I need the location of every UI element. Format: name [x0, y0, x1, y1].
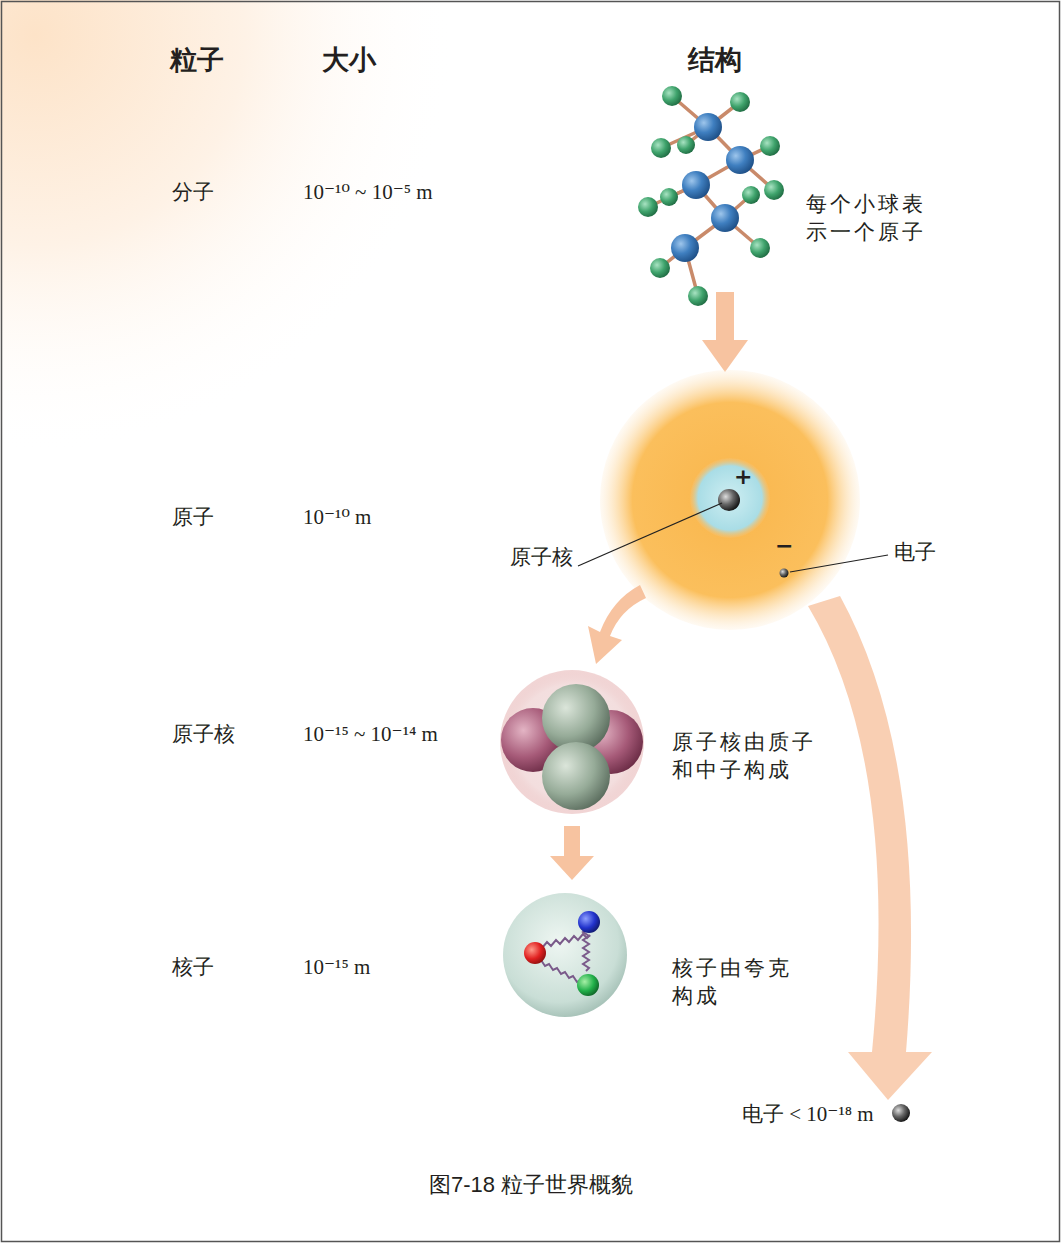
structure-note: 每个小球表示一个原子	[806, 190, 932, 247]
part-label: 原子核	[510, 543, 573, 571]
charge-sign: +	[734, 466, 752, 488]
column-heading: 大小	[322, 42, 376, 78]
particle-name: 原子核	[172, 720, 235, 748]
particle-name: 分子	[172, 178, 214, 206]
charge-sign: −	[775, 535, 793, 557]
particle-name: 原子	[172, 503, 214, 531]
structure-note: 原子核由质子和中子构成	[672, 728, 822, 785]
particle-name: 核子	[172, 953, 214, 981]
size-value: 10⁻¹⁰ m	[303, 503, 371, 531]
part-label: 电子	[894, 538, 936, 566]
size-value: 10⁻¹⁵ ~ 10⁻¹⁴ m	[303, 720, 438, 748]
column-heading: 结构	[688, 42, 742, 78]
structure-note: 核子由夸克构成	[672, 954, 798, 1011]
size-value: 10⁻¹⁰ ~ 10⁻⁵ m	[303, 178, 433, 206]
figure-caption: 图7-18 粒子世界概貌	[429, 1170, 633, 1200]
column-heading: 粒子	[170, 42, 224, 78]
size-value: 10⁻¹⁵ m	[303, 953, 370, 981]
electron-size: 电子 < 10⁻¹⁸ m	[742, 1100, 874, 1128]
